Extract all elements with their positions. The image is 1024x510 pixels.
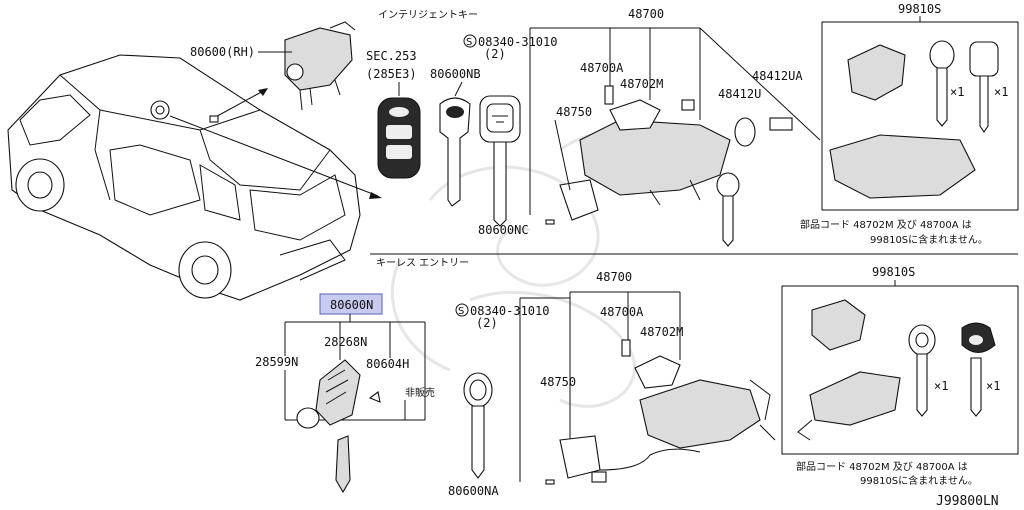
label-sec-sub: (285E3) [366,67,417,81]
note-bottom-line2: 99810Sに含まれません。 [860,474,978,487]
keyless-entry-header: キーレス エントリー [376,258,469,269]
label-48750-top: 48750 [556,105,592,119]
highlight-80600n[interactable] [319,293,383,315]
door-lock-cylinder-rh [284,21,356,111]
qty-x1-a: ×1 [950,85,964,99]
label-99810s-top: 99810S [898,2,941,16]
note-bottom-line1: 部品コード 48702M 及び 48700A は [796,460,968,473]
label-80600-rh: 80600(RH) [190,45,255,59]
label-08340-bottom: 08340-31010 [470,304,549,318]
label-80600na: 80600NA [448,484,499,498]
label-80604h: 80604H [366,357,409,371]
label-48700-bottom: 48700 [596,270,632,284]
intelligent-key-fob [377,97,421,179]
diagram-id: J99800LN [936,494,999,509]
label-48700-top: 48700 [628,7,664,21]
s-circle-top: S [466,37,472,48]
label-99810s-bottom: 99810S [872,265,915,279]
label-48702m-bottom: 48702M [640,325,683,339]
label-48700a-top: 48700A [580,61,624,75]
label-48702m-top: 48702M [620,77,663,91]
kit-99810s-bottom-parts [797,299,996,441]
intelligent-key-header: インテリジェントキー [378,10,478,21]
ignition-knob-48412u [734,117,793,147]
label-28268n: 28268N [324,335,367,349]
key-80600nc [479,95,521,227]
label-sec-253: SEC.253 [366,49,417,63]
label-80600nc: 80600NC [478,223,529,237]
vehicle-illustration [7,54,361,301]
label-not-sold: 非販売 [405,386,435,399]
steering-lock-assembly-top [559,85,731,221]
key-blank-top [716,172,740,247]
qty-x1-b: ×1 [994,85,1008,99]
pointer-arrows [169,88,382,199]
label-28599n: 28599N [255,355,298,369]
label-08340-top-qty: (2) [484,47,506,61]
s-circle-bottom: S [458,306,464,317]
qty-x1-c: ×1 [934,379,948,393]
label-80600nb: 80600NB [430,67,481,81]
qty-x1-d: ×1 [986,379,1000,393]
remote-transmitter [296,359,381,494]
steering-lock-assembly-bottom [559,339,776,483]
label-80600n[interactable]: 80600N [330,298,373,312]
label-48750-bottom: 48750 [540,375,576,389]
note-top-line1: 部品コード 48702M 及び 48700A は [800,218,972,231]
emergency-key-top [439,97,471,207]
label-48412u: 48412U [718,87,761,101]
key-80600na [463,372,493,479]
box-99810s-bottom [781,285,1019,455]
label-48412ua: 48412UA [752,69,803,83]
note-top-line2: 99810Sに含まれません。 [870,233,988,246]
kit-99810s-top-parts [829,40,999,199]
label-08340-top: 08340-31010 [478,35,557,49]
label-08340-bottom-qty: (2) [476,316,498,330]
label-48700a-bottom: 48700A [600,305,644,319]
